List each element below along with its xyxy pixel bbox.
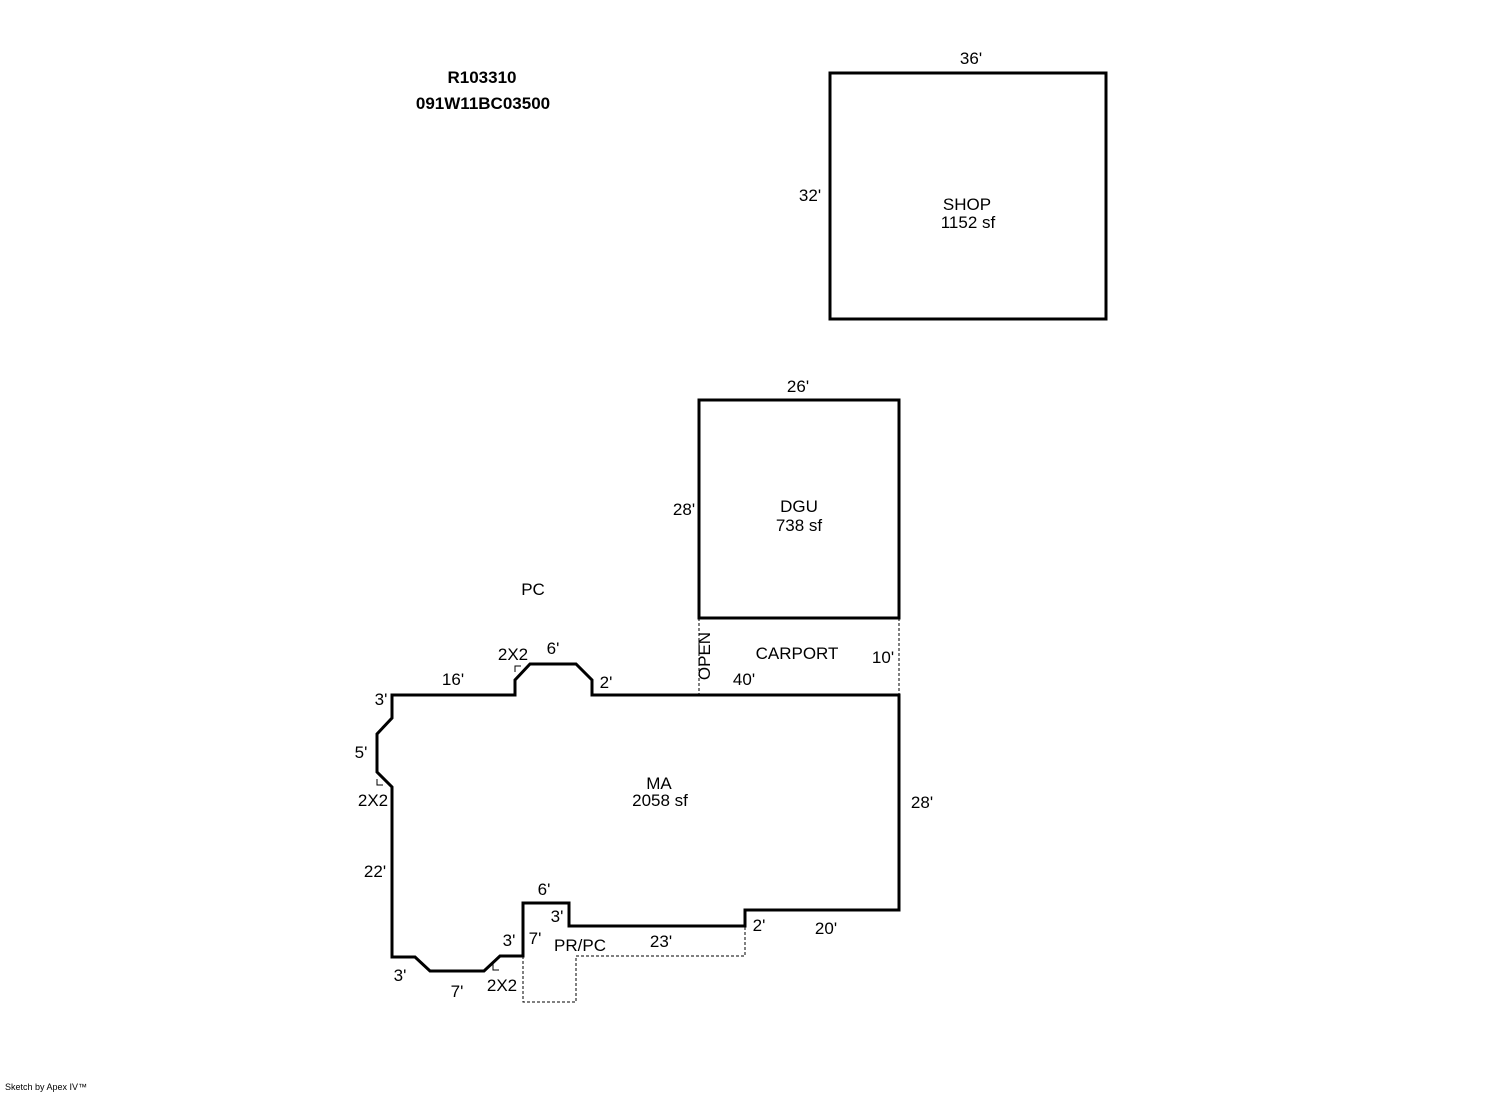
left-corner-tick (376, 779, 383, 786)
shop-outline (828, 71, 1108, 321)
ma-bay-right-dimension: 2' (600, 673, 613, 692)
ma-porch-step-side-dimension: 3' (551, 907, 564, 926)
shop-top-dimension: 36' (960, 49, 982, 68)
ma-bottom-bay-dimension: 7' (451, 982, 464, 1001)
ma-top-left-dimension: 16' (442, 670, 464, 689)
bay-corner-tick (514, 665, 521, 672)
ma-left-angle-dimension: 5' (355, 743, 368, 762)
ma-bottom-diag-dimension: 2X2 (487, 976, 517, 995)
map-number: 091W11BC03500 (416, 94, 550, 113)
ma-bay-diag-dimension: 2X2 (498, 645, 528, 664)
carport-label: CARPORT (756, 644, 839, 663)
parcel-id: R103310 (447, 68, 516, 87)
ma-area: 2058 sf (632, 791, 688, 810)
bottom-corner-tick (492, 964, 499, 971)
ma-right-dimension: 28' (911, 793, 933, 812)
ma-porch-step-top-dimension: 6' (538, 880, 551, 899)
shop-label: SHOP (943, 195, 991, 214)
dgu-top-dimension: 26' (787, 377, 809, 396)
dgu-area: 738 sf (776, 516, 823, 535)
porch-outline (522, 926, 746, 1003)
sketch-credit: Sketch by Apex IV™ (5, 1082, 87, 1092)
carport-bottom-dimension: 40' (733, 670, 755, 689)
ma-bottom-mid-dimension: 23' (650, 932, 672, 951)
open-label: OPEN (695, 632, 714, 680)
ma-bottom-left-dimension: 3' (394, 966, 407, 985)
prpc-label: PR/PC (554, 936, 606, 955)
dgu-outline (697, 398, 901, 620)
dgu-label: DGU (780, 497, 818, 516)
shop-left-dimension: 32' (799, 186, 821, 205)
dgu-left-dimension: 28' (673, 500, 695, 519)
ma-label: MA (646, 774, 672, 793)
ma-porch-left-dimension: 7' (529, 929, 542, 948)
ma-bay-top-dimension: 6' (547, 639, 560, 658)
ma-left-diag-dimension: 2X2 (358, 791, 388, 810)
ma-bottom-right-dimension: 20' (815, 919, 837, 938)
pc-label: PC (521, 580, 545, 599)
ma-step-dimension: 2' (753, 916, 766, 935)
ma-left-main-dimension: 22' (364, 862, 386, 881)
ma-left-top-dimension: 3' (375, 690, 388, 709)
shop-area: 1152 sf (941, 213, 996, 232)
ma-lower-step-dimension: 3' (503, 931, 516, 950)
ma-outline (375, 662, 901, 973)
carport-right-dimension: 10' (872, 648, 894, 667)
